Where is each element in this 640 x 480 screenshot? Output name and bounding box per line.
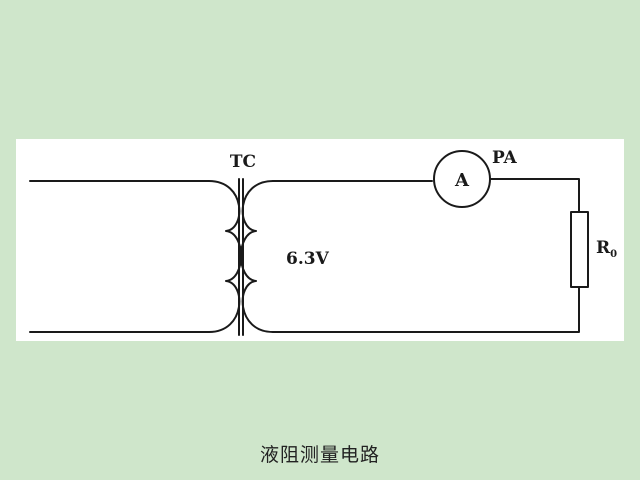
resistor-label-subscript: 0 <box>610 249 617 260</box>
resistor-return-wire <box>272 286 580 333</box>
ammeter-symbol: A <box>454 170 470 191</box>
figure-caption: 液阻测量电路 <box>259 444 380 466</box>
circuit-diagram-panel: A TC 6.3V PA R0 <box>16 139 624 341</box>
transformer-label: TC <box>230 152 256 172</box>
secondary-coil <box>240 180 274 333</box>
voltage-label: 6.3V <box>286 249 330 269</box>
resistor-label-main: R <box>596 238 611 258</box>
resistor-r0 <box>570 211 589 288</box>
ammeter-label: PA <box>492 148 518 168</box>
ammeter-to-resistor-wire <box>490 178 580 213</box>
resistor-label: R0 <box>596 238 617 260</box>
circuit-diagram: A TC 6.3V PA R0 <box>29 148 617 336</box>
primary-coil <box>208 180 242 333</box>
